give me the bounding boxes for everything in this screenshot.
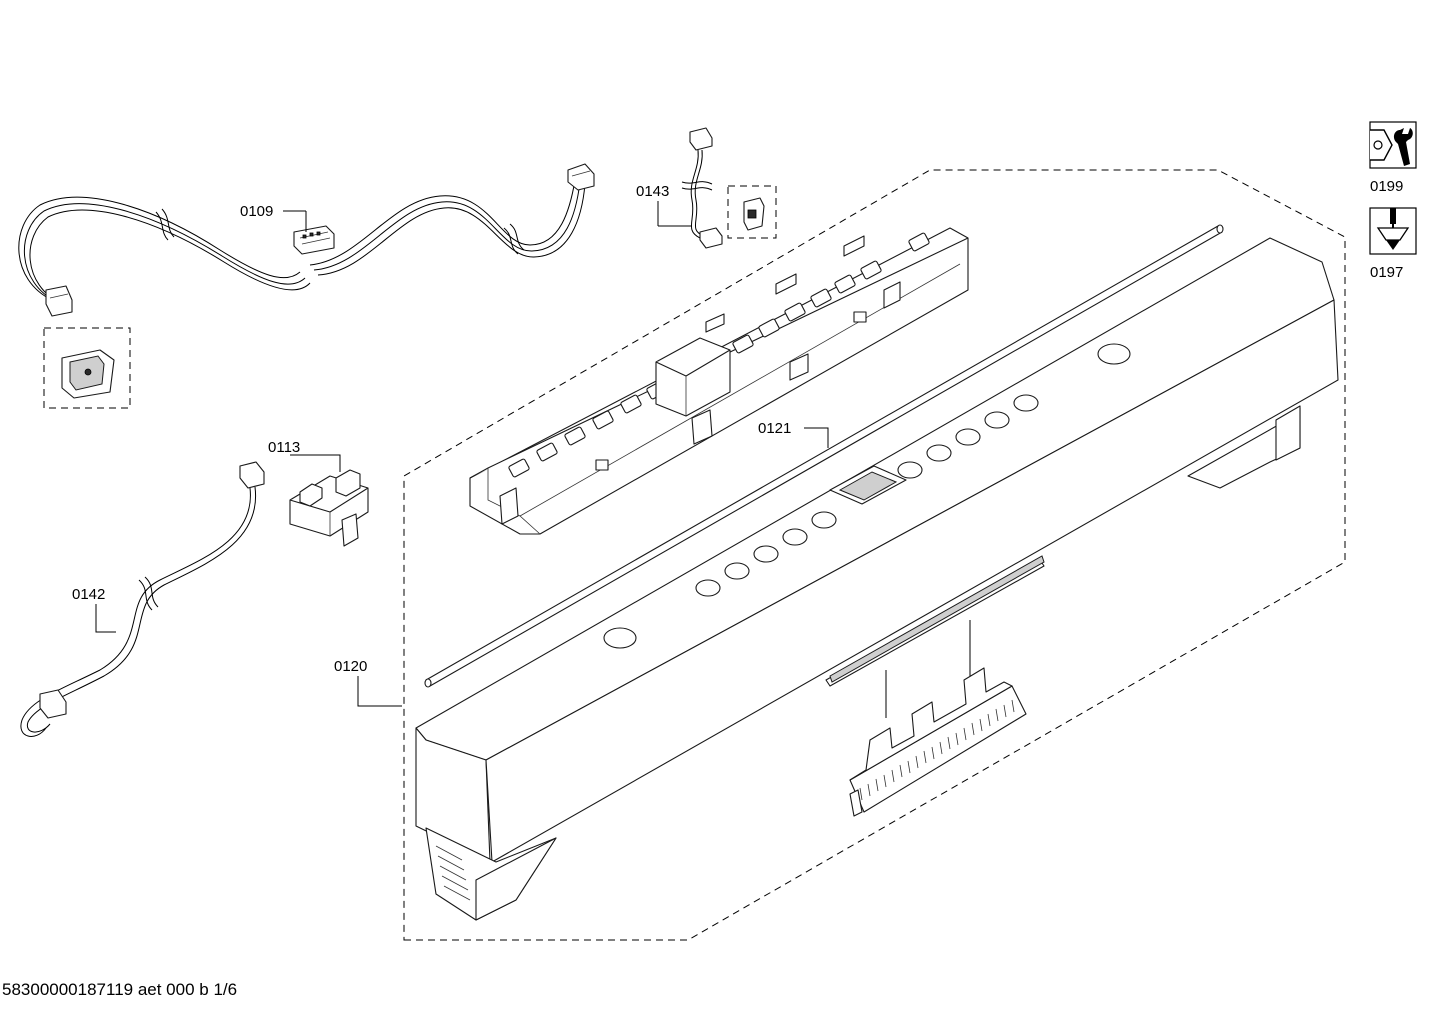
leader-0120 xyxy=(357,676,402,707)
part-number-0142: 0142 xyxy=(72,586,105,603)
assembly-boundary xyxy=(403,169,1346,941)
leader-0142 xyxy=(95,604,116,633)
inset-detail-0109 xyxy=(43,327,131,409)
part-number-0120: 0120 xyxy=(334,658,367,675)
leader-0113 xyxy=(290,454,341,472)
cable-0142[interactable] xyxy=(20,461,265,737)
part-number-0113: 0113 xyxy=(268,439,300,456)
part-number-0121: 0121 xyxy=(758,420,791,437)
tool-number-0199: 0199 xyxy=(1370,178,1403,195)
wiring-harness-0109[interactable] xyxy=(18,163,595,317)
panel-buttons xyxy=(603,343,1131,649)
cable-0143[interactable] xyxy=(681,127,723,249)
tool-number-0197: 0197 xyxy=(1370,264,1403,281)
control-panel-0120[interactable] xyxy=(415,237,1339,921)
screwdriver-icon[interactable] xyxy=(1369,207,1417,255)
inset-detail-0143 xyxy=(727,185,777,239)
drawing-reference-footer: 58300000187119 aet 000 b 1/6 xyxy=(2,980,238,999)
control-module[interactable] xyxy=(469,227,969,535)
wrench-nut-icon[interactable] xyxy=(1369,121,1417,169)
rod-0121[interactable] xyxy=(424,224,1224,688)
clip-0113[interactable] xyxy=(289,469,369,547)
part-number-0109: 0109 xyxy=(240,203,273,220)
part-number-0143: 0143 xyxy=(636,183,669,200)
handle-insert[interactable] xyxy=(849,620,1027,817)
leader-0121 xyxy=(804,427,829,448)
